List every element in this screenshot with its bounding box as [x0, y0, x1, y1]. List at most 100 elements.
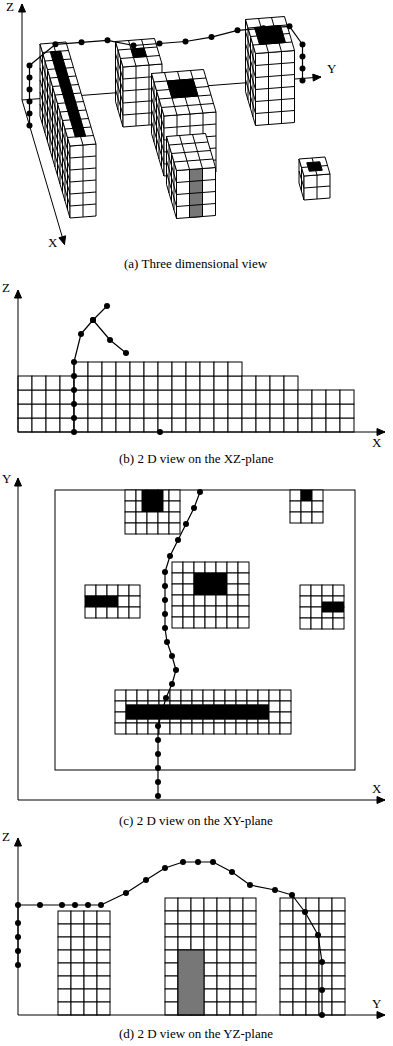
obstacle-footprint [125, 490, 180, 534]
voxel-cell [172, 376, 186, 390]
panel-caption: (a) Three dimensional view [124, 257, 267, 271]
route-dot [169, 681, 175, 687]
voxel-grid-line [193, 135, 203, 169]
voxel-cell [230, 937, 243, 950]
obstacle-core [126, 704, 269, 719]
voxel-cell [312, 418, 326, 432]
voxel-cell [293, 989, 306, 1002]
route-line [74, 306, 107, 432]
axis-label: Y [2, 472, 11, 486]
voxel-cell [169, 501, 180, 512]
voxel-cell [186, 376, 200, 390]
voxel-cell [71, 989, 84, 1002]
axis-arrowhead [59, 236, 66, 245]
axis-arrowhead [377, 429, 385, 436]
route-dot [162, 583, 168, 589]
voxel-cell [107, 585, 118, 596]
voxel-cell [230, 963, 243, 976]
voxel-cell [238, 606, 249, 617]
route-dot [78, 331, 84, 337]
voxel-grid-line [154, 82, 155, 142]
route-dot [191, 505, 197, 511]
voxel-cell [306, 963, 319, 976]
route-dot [173, 667, 179, 673]
axis-label: Y [372, 997, 381, 1011]
voxel-cell [165, 924, 178, 937]
route-dot [300, 54, 306, 60]
voxel-cell [204, 924, 217, 937]
y-axis [18, 478, 19, 800]
building [246, 17, 295, 126]
voxel-cell [183, 617, 194, 628]
voxel-cell [181, 723, 192, 734]
voxel-cell [225, 690, 236, 701]
voxel-cell [238, 562, 249, 573]
route-dot [162, 625, 168, 631]
voxel-grid-line [174, 159, 213, 162]
voxel-cell [200, 362, 214, 376]
voxel-cell [144, 404, 158, 418]
voxel-cell [178, 924, 191, 937]
voxel-cell [243, 989, 256, 1002]
route-dot [302, 909, 308, 915]
voxel-cell [205, 595, 216, 606]
voxel-cell [194, 617, 205, 628]
voxel-cell [242, 376, 256, 390]
voxel-cell [238, 573, 249, 584]
voxel-cell [326, 418, 340, 432]
route-dot [164, 639, 170, 645]
voxel-cell [280, 898, 293, 911]
voxel-cell [242, 418, 256, 432]
voxel-cell [243, 963, 256, 976]
voxel-cell [88, 404, 102, 418]
voxel-cell [46, 376, 60, 390]
panel-caption: (d) 2 D view on the YZ-plane [119, 1027, 273, 1041]
voxel-cell [170, 723, 181, 734]
route-dot [72, 902, 78, 908]
voxel-cell [214, 390, 228, 404]
voxel-cell [227, 595, 238, 606]
building-front-face [256, 51, 295, 126]
route-line [93, 320, 126, 353]
voxel-cell [136, 512, 147, 523]
voxel-cell [125, 490, 136, 501]
voxel-cell [97, 989, 110, 1002]
voxel-cell [225, 723, 236, 734]
voxel-cell [280, 701, 291, 712]
voxel-cell [200, 404, 214, 418]
voxel-cell [214, 404, 228, 418]
voxel-cell [58, 976, 71, 989]
building-top-face [167, 134, 216, 171]
route-dot [71, 387, 77, 393]
voxel-cell [165, 898, 178, 911]
voxel-cell [58, 950, 71, 963]
voxel-cell [129, 607, 140, 618]
voxel-cell [172, 390, 186, 404]
voxel-cell [227, 617, 238, 628]
voxel-grid-line [169, 142, 208, 145]
obstacle-footprint [300, 585, 344, 629]
voxel-grid-line [177, 192, 216, 195]
route-dot [162, 611, 168, 617]
voxel-cell [306, 898, 319, 911]
voxel-cell [290, 512, 301, 523]
voxel-cell [84, 911, 97, 924]
route-dot [197, 489, 203, 495]
voxel-cell [192, 723, 203, 734]
voxel-cell [280, 712, 291, 723]
voxel-cell [169, 512, 180, 523]
voxel-cell [125, 501, 136, 512]
obstacle-core [50, 51, 85, 137]
voxel-cell [322, 618, 333, 629]
voxel-cell [204, 911, 217, 924]
axis-arrowhead [313, 74, 321, 81]
voxel-cell [204, 898, 217, 911]
route-dot [300, 78, 306, 84]
voxel-cell [311, 607, 322, 618]
route-line [30, 26, 303, 125]
voxel-grid-line [152, 110, 165, 153]
voxel-cell [32, 418, 46, 432]
axis-arrowhead [377, 797, 385, 804]
voxel-cell [217, 911, 230, 924]
route-dot [247, 882, 253, 888]
